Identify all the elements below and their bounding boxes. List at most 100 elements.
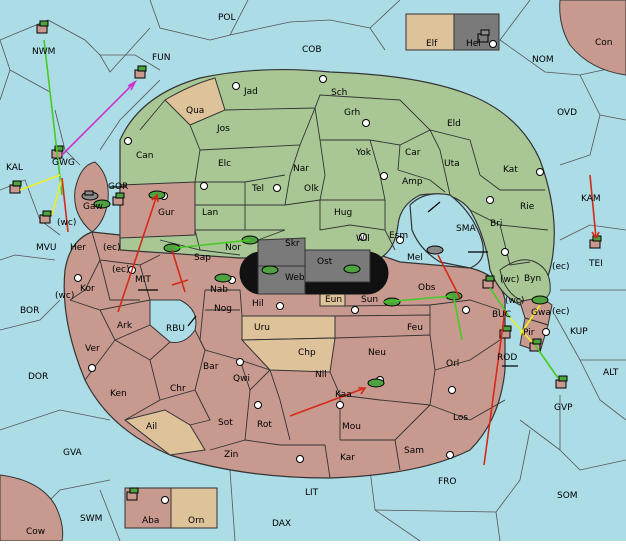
label-dax: DAX	[272, 519, 291, 529]
label-sch: Sch	[331, 88, 347, 98]
label-qwi: Qwi	[233, 374, 250, 384]
label-ec-kor: (ec)	[112, 265, 130, 275]
label-rie: Rie	[520, 202, 535, 212]
label-nwm: NWM	[32, 47, 55, 57]
label-grh: Grh	[344, 108, 360, 118]
label-hil: Hil	[252, 299, 264, 309]
label-feu: Feu	[407, 323, 423, 333]
label-gwg: GWG	[52, 158, 75, 168]
province-ail[interactable]	[123, 409, 206, 456]
label-gaw: Gaw	[83, 202, 103, 212]
unit-gvp[interactable]	[555, 375, 568, 389]
label-eld: Eld	[447, 119, 461, 129]
label-chr: Chr	[170, 384, 186, 394]
label-lit: LIT	[305, 488, 319, 498]
label-gvp: GVP	[554, 403, 573, 413]
label-jad: Jad	[243, 87, 258, 97]
label-gur: Gur	[158, 208, 175, 218]
label-nab: Nab	[210, 285, 228, 295]
province-con[interactable]	[559, 0, 626, 76]
label-wc-buc: (wc)	[500, 275, 519, 285]
tank-nab[interactable]	[214, 273, 232, 283]
legend-orn	[170, 487, 218, 529]
unit-fun[interactable]	[134, 65, 147, 79]
label-uta: Uta	[444, 159, 460, 169]
label-can: Can	[136, 151, 154, 161]
unit-buc[interactable]	[482, 275, 495, 289]
label-mit: MIT	[135, 275, 151, 285]
label-mou: Mou	[342, 422, 361, 432]
label-bar: Bar	[203, 362, 219, 372]
label-mel: Mel	[407, 253, 423, 263]
tank-ost[interactable]	[343, 264, 361, 274]
tank-web[interactable]	[261, 265, 279, 275]
label-gwa: Gwa	[531, 308, 551, 318]
label-fro: FRO	[438, 477, 457, 487]
label-amp: Amp	[402, 177, 423, 187]
label-som: SOM	[557, 491, 578, 501]
red-borders	[69, 231, 506, 479]
label-ken: Ken	[110, 389, 127, 399]
label-kam: KAM	[581, 194, 601, 204]
label-sot: Sot	[218, 418, 233, 428]
green-province-labels: Jad Sch Qua Jos Grh Eld Can Yok Car Uta …	[136, 87, 570, 284]
label-orl: Orl	[446, 359, 459, 369]
label-car: Car	[405, 148, 421, 158]
label-eun: Eun	[325, 295, 342, 305]
label-obs: Obs	[418, 283, 436, 293]
label-tei: TEI	[588, 259, 603, 269]
label-skr: Skr	[285, 239, 300, 249]
province-byn[interactable]	[499, 259, 551, 303]
unit-mvu[interactable]	[39, 210, 52, 224]
province-gur[interactable]	[119, 181, 196, 239]
label-pir: Pir	[523, 328, 535, 338]
tank-mel[interactable]	[426, 245, 444, 255]
label-ovd: OVD	[557, 108, 577, 118]
label-hel: Hel	[466, 39, 481, 49]
other-labels: Con Cow Elf Hel Aba Orn GWG	[26, 38, 613, 537]
label-ost: Ost	[317, 257, 333, 267]
label-web: Web	[285, 273, 305, 283]
tank-gaw2[interactable]	[93, 199, 111, 209]
red-province-labels: Gaw Gur Her (ec) (ec) Kor (wc) Nab Hil N…	[55, 202, 570, 463]
unit-nwm[interactable]	[36, 20, 49, 34]
label-neu: Neu	[368, 348, 386, 358]
tank-gwa[interactable]	[531, 295, 549, 305]
unit-tei[interactable]	[589, 235, 602, 249]
label-dor: DOR	[28, 372, 48, 382]
label-uru: Uru	[254, 323, 270, 333]
unit-kal[interactable]	[9, 180, 22, 194]
label-bor: BOR	[20, 306, 39, 316]
label-ail: Ail	[146, 422, 157, 432]
unit-pir[interactable]	[529, 338, 542, 352]
tank-kaa[interactable]	[367, 378, 385, 388]
unit-aba[interactable]	[126, 487, 139, 501]
label-bri: Bri	[490, 219, 502, 229]
label-esm: Esm	[389, 231, 408, 241]
unit-hel[interactable]	[477, 29, 490, 43]
label-elf: Elf	[426, 39, 438, 49]
unit-gor[interactable]	[112, 192, 125, 206]
label-alt: ALT	[603, 368, 619, 378]
label-gva: GVA	[63, 448, 83, 458]
label-sma: SMA	[456, 224, 476, 234]
label-ec-her: (ec)	[103, 243, 121, 253]
province-cow[interactable]	[0, 474, 64, 542]
label-kaa: Kaa	[335, 390, 352, 400]
label-tel: Tel	[251, 184, 264, 194]
legend-elf	[405, 13, 455, 51]
label-ec-gwa: (ec)	[552, 307, 570, 317]
orders	[19, 39, 600, 466]
label-nar: Nar	[293, 164, 309, 174]
label-nor: Nor	[225, 243, 241, 253]
label-gor: GOR	[108, 182, 128, 192]
province-qua[interactable]	[164, 77, 226, 126]
tank-gaw[interactable]	[81, 190, 99, 201]
label-wc-kor: (wc)	[55, 291, 74, 301]
province-ost[interactable]	[304, 249, 371, 283]
label-los: Los	[453, 413, 468, 423]
sea-labels: POL NWM FUN COB NOM OVD KAL GOR KAM TEI …	[6, 13, 619, 529]
landmass-green	[119, 68, 555, 306]
